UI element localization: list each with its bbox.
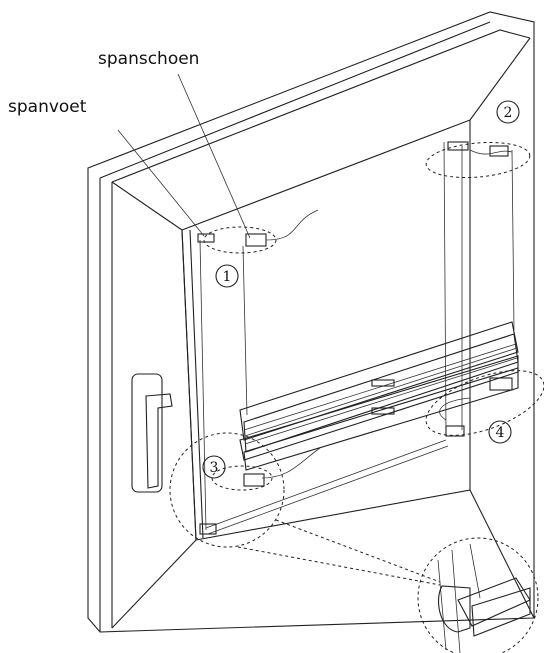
- step-badge-4: 4: [488, 420, 512, 444]
- label-spanvoet: spanvoet: [8, 97, 87, 117]
- step-badge-1: 1: [215, 264, 239, 288]
- guide-cords: [199, 141, 515, 535]
- svg-text:4: 4: [496, 425, 505, 441]
- svg-text:1: 1: [223, 269, 232, 285]
- svg-text:3: 3: [210, 460, 219, 476]
- window-frame: [87, 11, 535, 633]
- step-badge-2: 2: [496, 100, 520, 124]
- spanvoet-leader: [117, 129, 205, 237]
- spanschoen-leader: [177, 73, 251, 239]
- label-spanschoen: spanschoen: [98, 49, 199, 69]
- pleated-blind: [239, 321, 519, 471]
- step-badge-3: 3: [202, 455, 226, 479]
- tension-shoes: [197, 141, 513, 535]
- detail-magnifier: [417, 537, 539, 653]
- window-handle-icon: [131, 373, 173, 493]
- svg-text:2: 2: [504, 105, 513, 121]
